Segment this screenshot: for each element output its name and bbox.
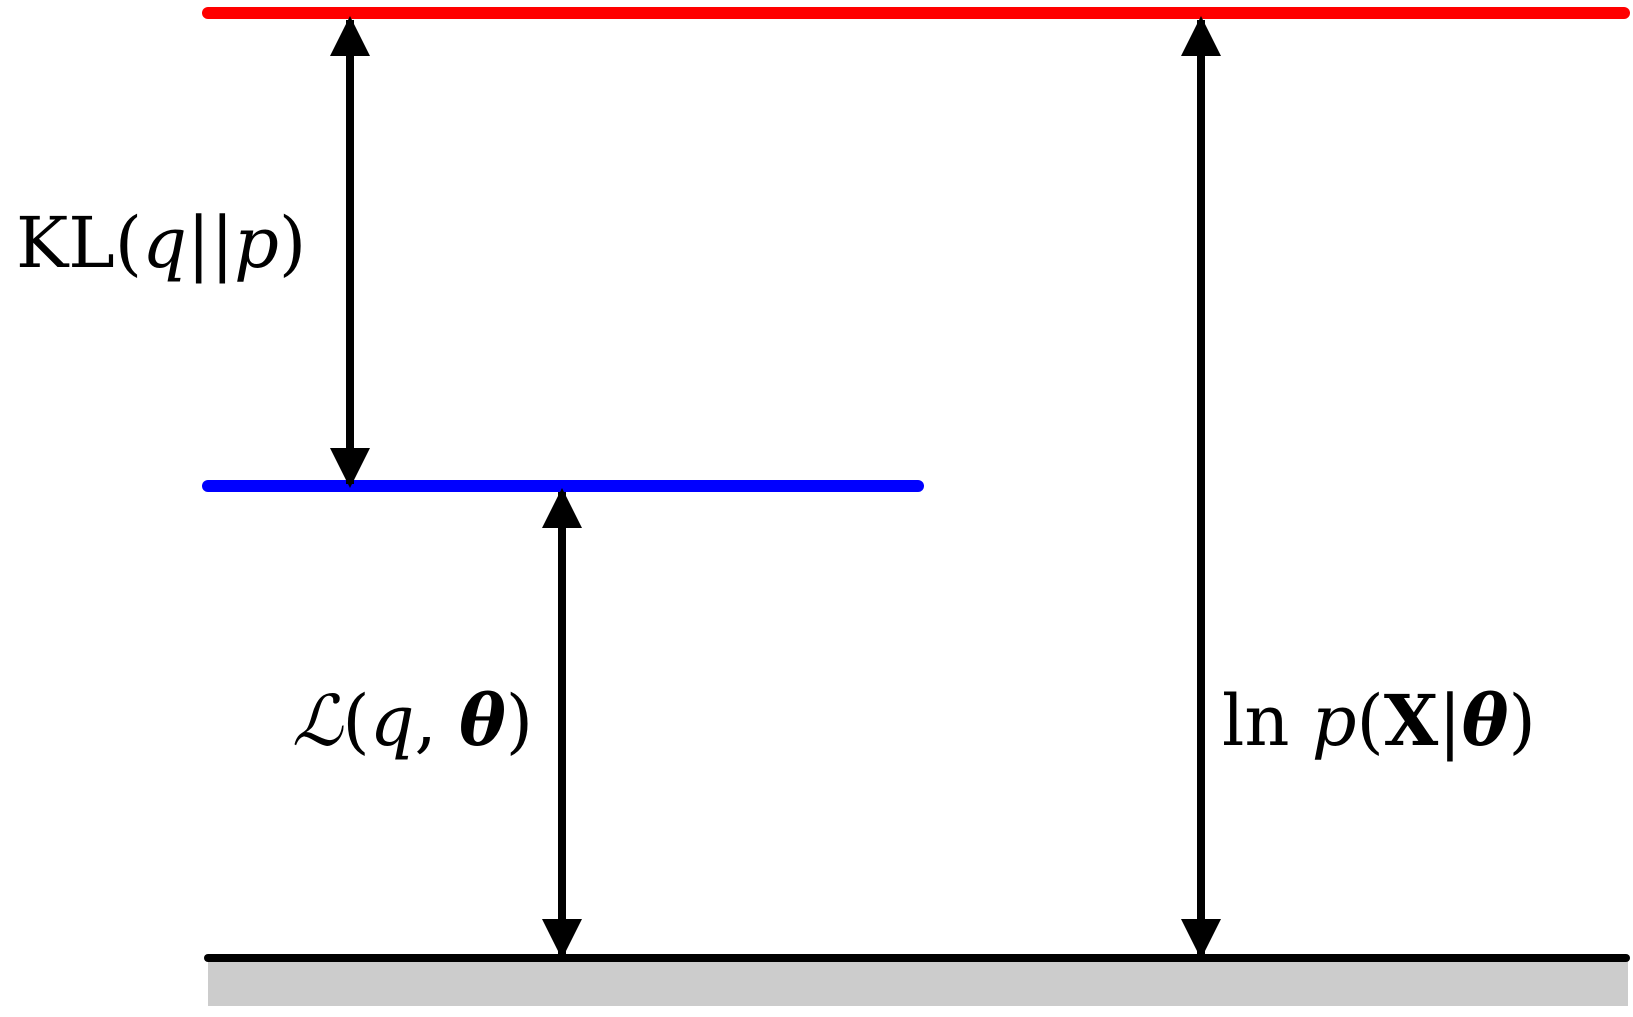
lower-bound-q: q [369,680,415,762]
kl-divergence-label: KL(q||p) [16,208,306,278]
lower-bound-label: ℒ(q, θ) [292,686,533,757]
log-likelihood-p: p [1311,680,1357,762]
log-likelihood-bar: | [1438,680,1462,762]
kl-separator: || [186,202,235,284]
kl-p: p [234,202,279,284]
lower-bound-close: ) [505,680,534,762]
base-fill [208,960,1628,1006]
kl-prefix: KL( [16,202,143,284]
log-likelihood-theta: θ [1461,679,1509,762]
kl-q: q [142,202,187,284]
lower-bound-open: ( [342,680,370,762]
log-likelihood-close: ) [1508,680,1536,762]
lower-bound-comma: , [414,680,460,762]
log-likelihood-label: ln p(X|θ) [1222,686,1536,757]
lower-bound-theta: θ [459,679,506,762]
log-likelihood-x: X [1383,679,1439,762]
lower-bound-symbol: ℒ [292,680,343,762]
log-likelihood-ln: ln [1222,680,1312,762]
log-likelihood-open: ( [1356,680,1384,762]
kl-suffix: ) [278,202,307,284]
